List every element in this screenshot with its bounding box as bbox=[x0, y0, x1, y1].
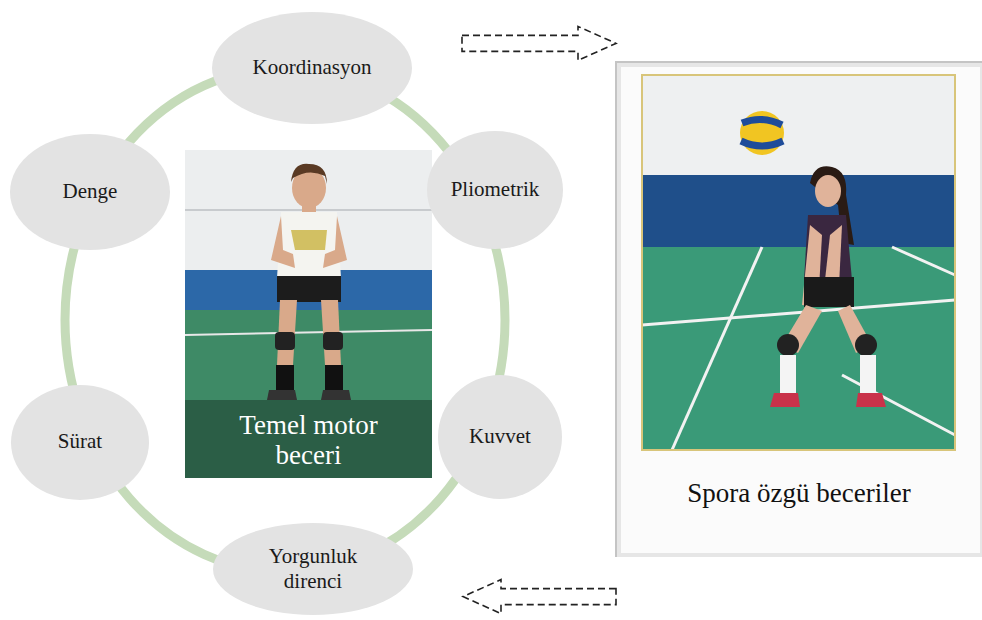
node-label: Koordinasyon bbox=[253, 55, 372, 80]
node-label: Yorgunluk direnci bbox=[248, 544, 378, 594]
panel-frame bbox=[616, 62, 982, 556]
skill-ellipse: Kuvvet bbox=[438, 375, 562, 499]
photo-group bbox=[642, 75, 955, 450]
node-label: Kuvvet bbox=[469, 424, 531, 449]
skill-ellipse: Sürat bbox=[11, 385, 149, 500]
photo-node: Temel motor beceri bbox=[185, 150, 432, 478]
skill-panel: Spora özgü beceriler bbox=[616, 62, 982, 556]
node-label: Denge bbox=[63, 179, 118, 204]
dashed-block-arrow bbox=[462, 26, 616, 60]
skill-ellipse: Koordinasyon bbox=[212, 12, 412, 124]
photo-border bbox=[642, 75, 955, 450]
skill-ellipse: Pliometrik bbox=[427, 131, 563, 249]
node-label: Temel motor beceri bbox=[224, 410, 394, 470]
skill-ellipse: Yorgunluk direnci bbox=[213, 523, 413, 615]
photo-group bbox=[185, 150, 432, 478]
node-label: Pliometrik bbox=[451, 177, 540, 202]
dashed-block-arrow bbox=[463, 580, 616, 614]
node-label: Spora özgü beceriler bbox=[616, 477, 982, 509]
node-label: Sürat bbox=[58, 429, 102, 454]
skill-ellipse: Denge bbox=[10, 134, 170, 250]
